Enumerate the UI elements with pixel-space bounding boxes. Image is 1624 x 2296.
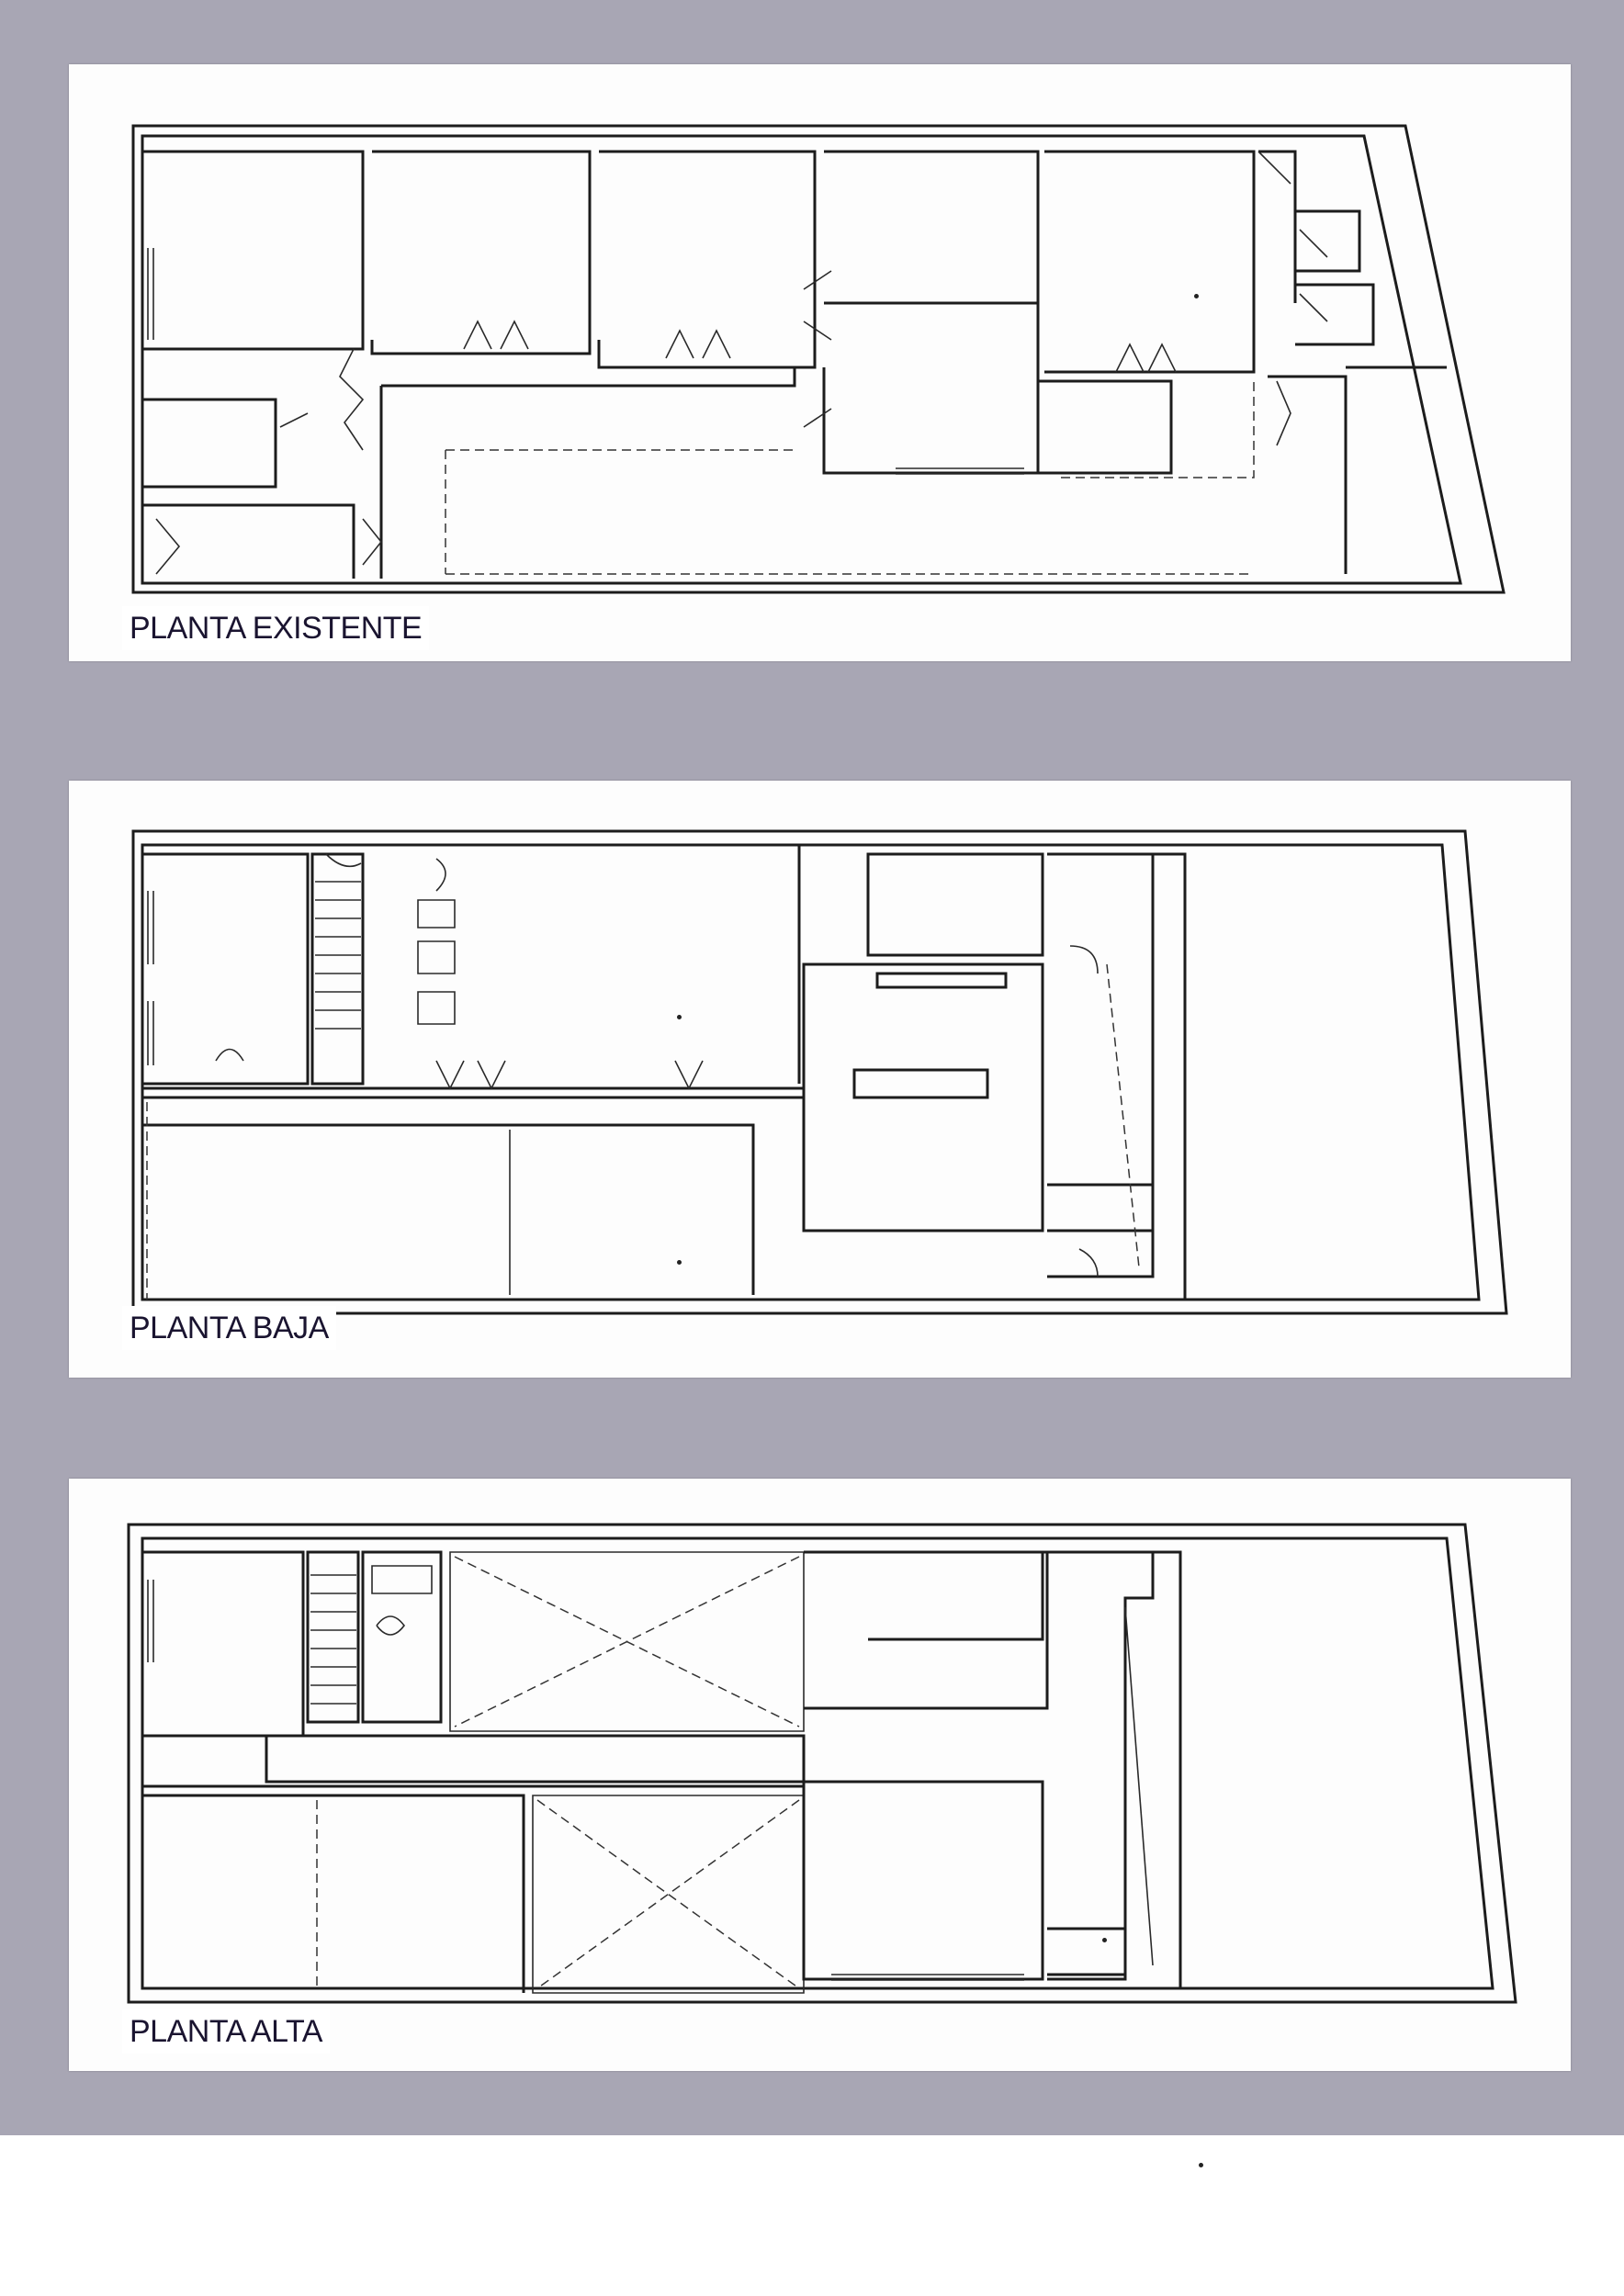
kitchen-block [822, 301, 1040, 475]
window [831, 1974, 1024, 1981]
door-swing [463, 320, 529, 350]
plan-sheet-baja: PLANTA BAJA [69, 781, 1571, 1378]
void-area [532, 1795, 805, 1994]
outer-wall [131, 829, 1508, 1315]
room-4 [824, 150, 1040, 305]
plan-sheet-alta: PLANTA ALTA [69, 1479, 1571, 2071]
lower-room-right [802, 1780, 1044, 1981]
stair-curve [325, 853, 362, 868]
door-swing [1276, 380, 1291, 446]
hall-wall [381, 367, 796, 388]
kitchen [802, 962, 1044, 1232]
room-6 [1258, 150, 1297, 303]
outer-wall [127, 1523, 1517, 2004]
door-swing [215, 1048, 244, 1062]
door-swing [339, 348, 365, 451]
stair-block [306, 1550, 360, 1724]
door-swing [803, 270, 832, 428]
bath-fixture [371, 1565, 433, 1636]
island [852, 1068, 989, 1099]
room-left [142, 1550, 305, 1738]
bath-fixture [417, 899, 456, 1025]
plan-label-alta: PLANTA ALTA [122, 2009, 330, 2054]
door-swing [1257, 151, 1291, 185]
corridor [265, 1734, 806, 1784]
window [147, 248, 154, 340]
marker-dot [677, 1015, 682, 1019]
bath-fixture [435, 858, 446, 892]
marker-dot [677, 1260, 682, 1265]
door-swing [1069, 945, 1099, 974]
right-room [1153, 852, 1187, 1300]
lower-room [142, 1794, 525, 1993]
door-swing [435, 1060, 506, 1090]
void-cross [536, 1799, 800, 1989]
right-wing [1047, 1550, 1155, 1976]
floor-plan-baja [131, 829, 1508, 1315]
service-room [1047, 1927, 1127, 1981]
stray-dot [1199, 2163, 1203, 2167]
void-area [449, 1551, 805, 1732]
outer-wall-inner [141, 134, 1462, 585]
outer-wall [131, 124, 1506, 594]
door-swing [1115, 343, 1177, 373]
room-5 [1044, 150, 1256, 374]
right-core-2 [1268, 375, 1348, 574]
plan-label-baja: PLANTA BAJA [122, 1306, 336, 1350]
dashed-outline [1106, 963, 1140, 1268]
upper-room [804, 1550, 1049, 1710]
marker-dot [1102, 1938, 1107, 1942]
counter [875, 972, 1008, 989]
lower-room [142, 1123, 755, 1295]
small-room-a [142, 398, 277, 489]
room-2 [370, 150, 592, 355]
door-swing [1299, 229, 1328, 322]
door-swing [155, 518, 181, 575]
void-cross [454, 1556, 800, 1728]
room-3 [597, 150, 817, 369]
door-swing [665, 329, 731, 359]
window [147, 891, 154, 1065]
room-left [142, 852, 310, 1086]
marker-dot [1194, 294, 1199, 298]
door-swing [674, 1060, 704, 1090]
room-1 [142, 150, 365, 351]
floor-plan-alta [127, 1523, 1517, 2004]
plan-sheet-existente: PLANTA EXISTENTE [69, 64, 1571, 661]
corridor-lower [142, 503, 355, 579]
dashed-outline [1061, 377, 1255, 478]
window [147, 1580, 154, 1662]
plan-label-existente: PLANTA EXISTENTE [122, 606, 430, 650]
outer-wall-inner [141, 843, 1481, 1301]
service-wall [1038, 379, 1173, 475]
stair-treads [315, 881, 361, 1030]
service-room [1047, 1183, 1155, 1232]
right-room [1153, 1550, 1182, 1988]
stair-block [310, 852, 365, 1086]
stair-treads [310, 1574, 356, 1705]
outer-wall-inner [141, 1536, 1494, 1990]
bathroom [361, 1550, 443, 1724]
kitchen-top [866, 852, 1044, 957]
right-core [1295, 209, 1375, 346]
door-swing [279, 412, 309, 428]
right-wing [1047, 852, 1155, 1278]
upper-room-inner [868, 1550, 1044, 1641]
floor-plan-existente [131, 124, 1506, 594]
door-swing [362, 518, 383, 566]
diagonal-wall [1124, 1606, 1154, 1966]
window [896, 467, 1024, 475]
door-swing [1078, 1248, 1099, 1277]
